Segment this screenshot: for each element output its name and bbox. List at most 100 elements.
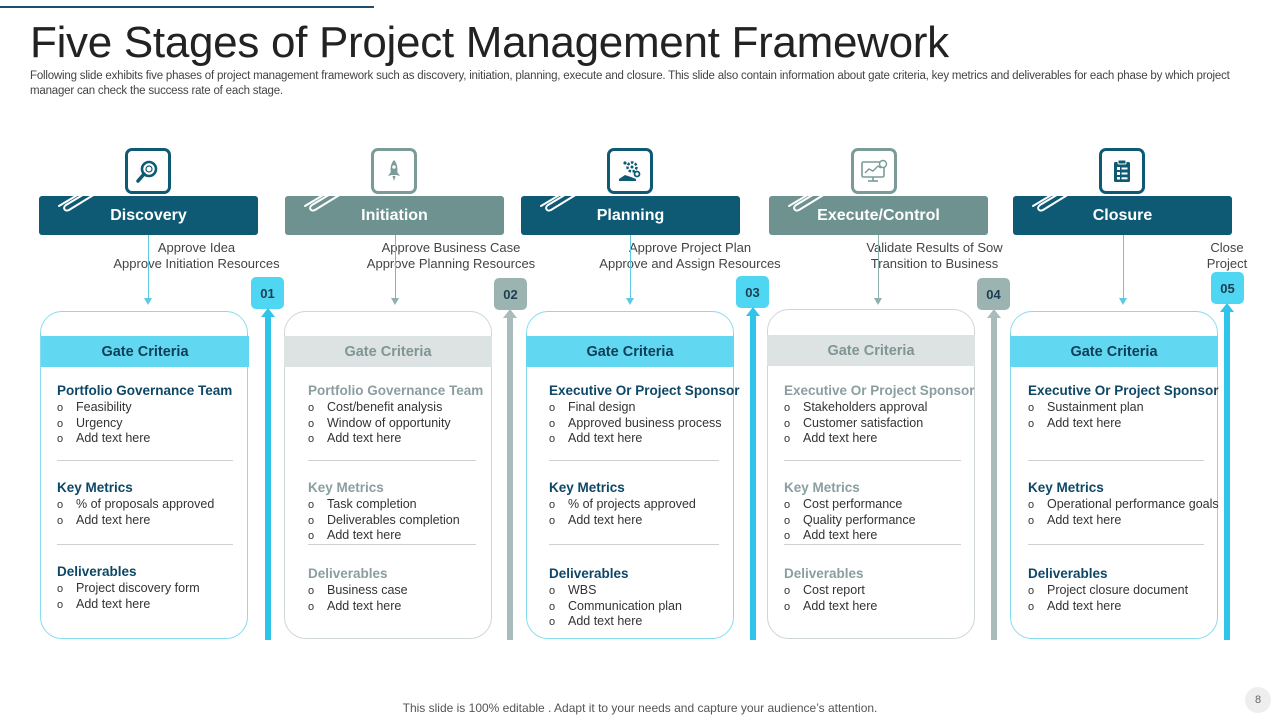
deliverable-item: Project closure document [1028, 583, 1188, 599]
progress-arrowhead [987, 309, 1001, 318]
approval-line: Close [1210, 240, 1244, 255]
progress-arrowhead [1220, 303, 1234, 312]
deliverables-title: Deliverables [308, 566, 388, 581]
gate-item: Add text here [1028, 416, 1144, 432]
gate-heading: Portfolio Governance Team [57, 383, 233, 398]
gate-heading: Executive Or Project Sponsor [1028, 383, 1219, 398]
deliverable-item: Add text here [549, 614, 682, 630]
key-metrics-title: Key Metrics [549, 480, 625, 495]
gate-items: Final designApproved business processAdd… [549, 400, 722, 447]
deliverable-item: Add text here [57, 597, 200, 613]
deliverables-items: Cost reportAdd text here [784, 583, 877, 614]
top-accent-line [0, 6, 374, 8]
metric-item: Task completion [308, 497, 460, 513]
metric-item: % of proposals approved [57, 497, 214, 513]
gate-item: Add text here [308, 431, 451, 447]
gate-items: Sustainment planAdd text here [1028, 400, 1144, 431]
deliverable-item: Add text here [784, 599, 877, 615]
gate-criteria-header: Gate Criteria [284, 336, 492, 367]
gate-item: Add text here [784, 431, 927, 447]
gate-items: Stakeholders approvalCustomer satisfacti… [784, 400, 927, 447]
deliverables-items: Business caseAdd text here [308, 583, 408, 614]
deliverable-item: Cost report [784, 583, 877, 599]
gate-item: Customer satisfaction [784, 416, 927, 432]
gate-heading: Portfolio Governance Team [308, 383, 484, 398]
gears-hand-icon [619, 161, 641, 181]
metric-item: Operational performance goals [1028, 497, 1219, 513]
key-metrics-items: % of proposals approvedAdd text here [57, 497, 214, 528]
stage-icon-box [607, 148, 653, 194]
connector-arrowhead [391, 298, 399, 305]
stage-number-badge: 04 [977, 278, 1010, 310]
connector-arrowhead [1119, 298, 1127, 305]
stage-header-label: Execute/Control [817, 206, 940, 224]
stage-header: Discovery [39, 186, 258, 235]
metric-item: Add text here [549, 513, 696, 529]
paperclip-icon [535, 184, 585, 217]
gate-heading: Executive Or Project Sponsor [549, 383, 740, 398]
rocket-icon [388, 160, 400, 181]
gate-item: Window of opportunity [308, 416, 451, 432]
stage-header: Execute/Control [769, 186, 988, 235]
deliverables-items: WBSCommunication planAdd text here [549, 583, 682, 630]
deliverables-title: Deliverables [784, 566, 864, 581]
approval-line: Project [1206, 256, 1248, 271]
deliverable-item: WBS [549, 583, 682, 599]
gate-items: FeasibilityUrgencyAdd text here [57, 400, 150, 447]
approval-line: Approve Planning Resources [366, 256, 536, 271]
paperclip-icon [53, 184, 103, 217]
approval-line: Validate Results of Sow [866, 240, 1003, 255]
metric-item: Add text here [1028, 513, 1219, 529]
deliverable-item: Add text here [1028, 599, 1188, 615]
approval-line: Approve Initiation Resources [113, 256, 280, 271]
key-metrics-title: Key Metrics [57, 480, 133, 495]
section-divider [549, 544, 719, 545]
slide-title: Five Stages of Project Management Framew… [30, 18, 949, 67]
key-metrics-items: Task completionDeliverables completionAd… [308, 497, 460, 544]
connector-line [630, 235, 631, 301]
stage-header: Planning [521, 186, 740, 235]
deliverables-items: Project closure documentAdd text here [1028, 583, 1188, 614]
deliverables-title: Deliverables [1028, 566, 1108, 581]
approval-line: Approve Project Plan [628, 240, 752, 255]
approval-line: Transition to Business [870, 256, 999, 271]
gate-item: Approved business process [549, 416, 722, 432]
stage-icon-box [371, 148, 417, 194]
deliverable-item: Communication plan [549, 599, 682, 615]
stage-icon-box [1099, 148, 1145, 194]
progress-arrowhead [746, 307, 760, 316]
stage-header-label: Planning [596, 206, 665, 224]
gate-items: Cost/benefit analysisWindow of opportuni… [308, 400, 451, 447]
metric-item: % of projects approved [549, 497, 696, 513]
metric-item: Add text here [57, 513, 214, 529]
monitor-chart-icon [861, 159, 888, 182]
approval-line: Approve Idea [157, 240, 236, 255]
progress-arrow-shaft [507, 316, 513, 640]
connector-arrowhead [626, 298, 634, 305]
footer-note: This slide is 100% editable . Adapt it t… [402, 701, 878, 715]
gate-criteria-header: Gate Criteria [1010, 336, 1218, 367]
progress-arrow-shaft [265, 315, 271, 640]
gate-item: Feasibility [57, 400, 150, 416]
metric-item: Quality performance [784, 513, 916, 529]
deliverable-item: Project discovery form [57, 581, 200, 597]
gate-item: Stakeholders approval [784, 400, 927, 416]
gate-item: Cost/benefit analysis [308, 400, 451, 416]
stage-header-label: Closure [1092, 206, 1153, 224]
gate-item: Urgency [57, 416, 150, 432]
stage-number-badge: 02 [494, 278, 527, 310]
gate-item: Final design [549, 400, 722, 416]
magnifier-icon [136, 160, 158, 183]
approval-line: Approve Business Case [381, 240, 521, 255]
progress-arrowhead [261, 308, 275, 317]
section-divider [1028, 544, 1204, 545]
stage-header: Initiation [285, 186, 504, 235]
gate-item: Add text here [549, 431, 722, 447]
gate-heading: Executive Or Project Sponsor [784, 383, 975, 398]
gate-item: Sustainment plan [1028, 400, 1144, 416]
paperclip-icon [299, 184, 349, 217]
gate-criteria-header: Gate Criteria [41, 336, 249, 367]
metric-item: Deliverables completion [308, 513, 460, 529]
